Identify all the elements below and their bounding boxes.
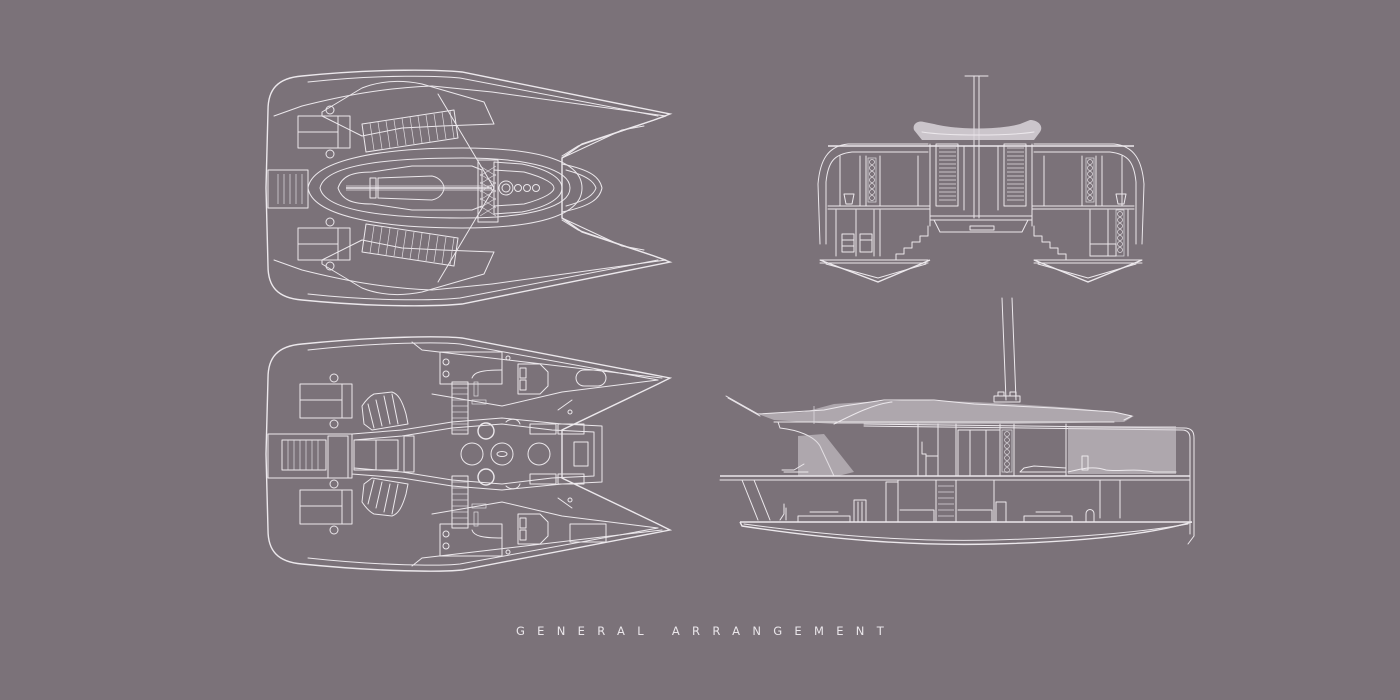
- curved-steps-icon: [361, 391, 409, 517]
- diagram-caption: GENERAL ARRANGEMENT: [515, 624, 897, 638]
- upper-stairs-icon: [361, 109, 459, 153]
- catamaran-front-section-icon: [817, 75, 1145, 283]
- catamaran-side-view-icon: [719, 297, 1195, 546]
- side-profile-drawing: [714, 296, 1214, 546]
- lower-stairs-icon: [361, 223, 459, 267]
- catamaran-top-view-upper-icon: [265, 69, 673, 307]
- berth-icon: [517, 363, 549, 545]
- sun-lounger-icon: [297, 105, 351, 271]
- lattice-panel-icon: [867, 157, 1125, 257]
- transverse-section-drawing: [808, 74, 1154, 284]
- companionway-stairs-icon: [451, 381, 469, 529]
- catamaran-top-view-main-icon: [265, 336, 673, 572]
- upper-deck-plan-drawing: [262, 66, 674, 310]
- main-deck-plan-drawing: [262, 334, 674, 574]
- side-lattice-panel-icon: [1001, 429, 1013, 473]
